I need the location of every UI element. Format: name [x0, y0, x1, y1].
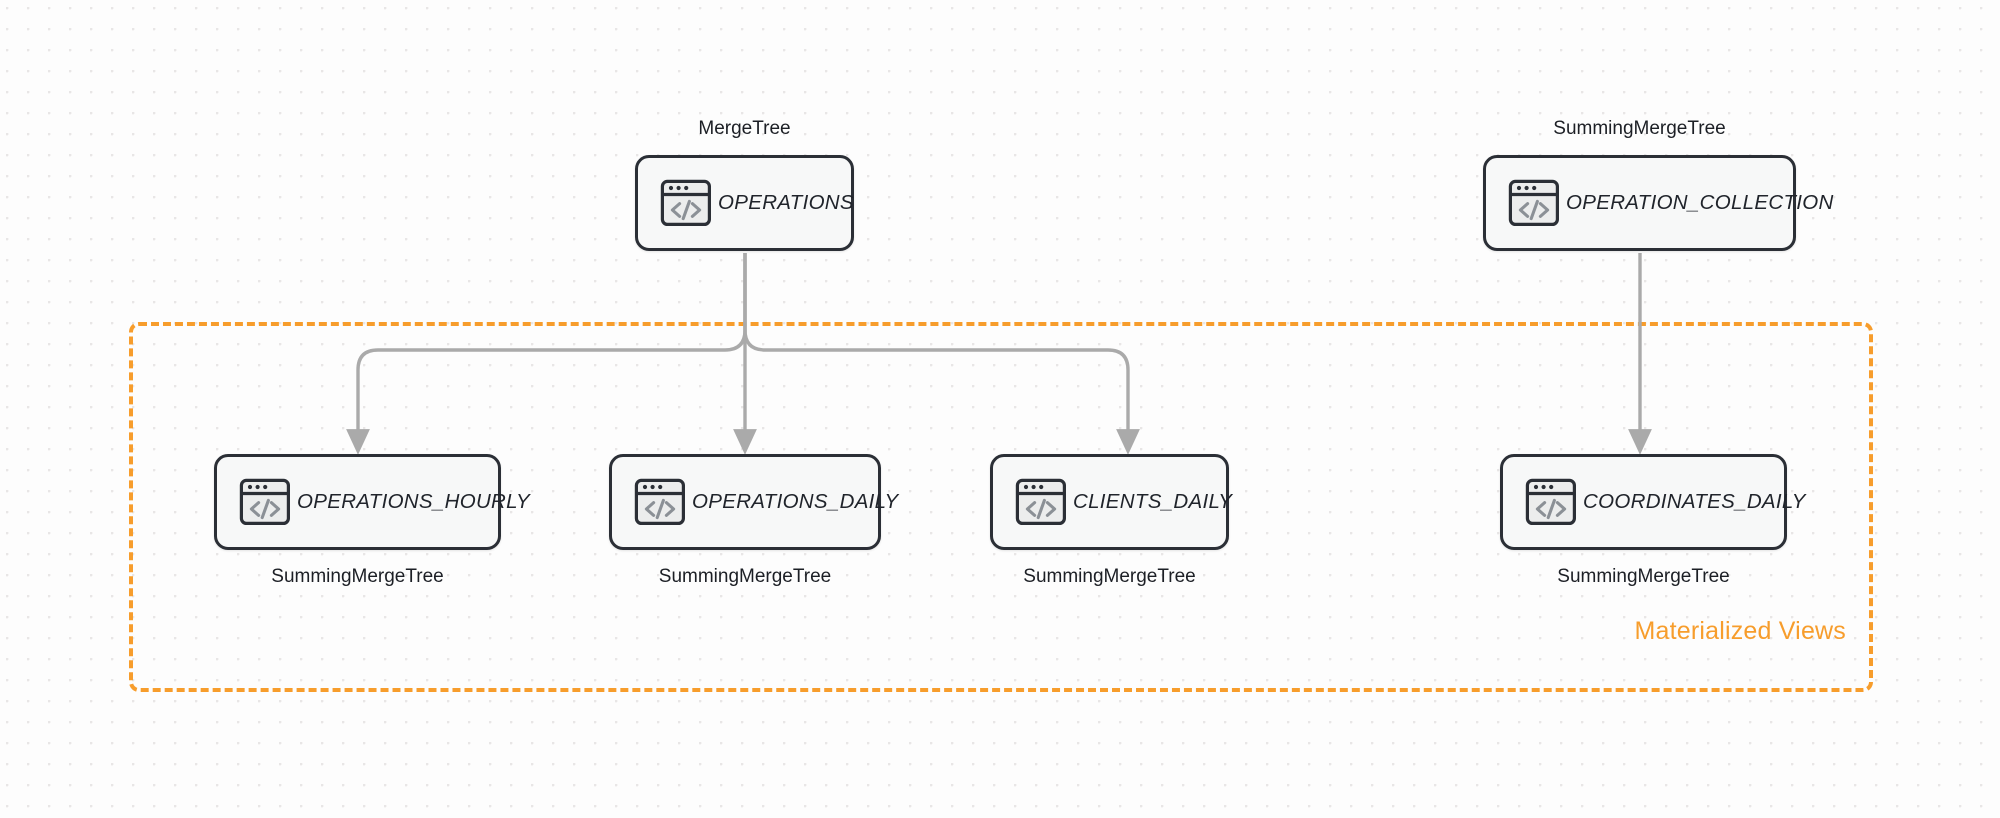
engine-label-operations_daily: SummingMergeTree — [658, 566, 832, 587]
node-title: OPERATION_COLLECTION — [1566, 191, 1834, 214]
code-window-icon — [239, 476, 291, 528]
engine-label-operations: MergeTree — [698, 118, 791, 139]
code-window-icon — [1508, 177, 1560, 229]
node-operations[interactable]: OPERATIONS — [635, 155, 854, 251]
node-operations_daily[interactable]: OPERATIONS_DAILY — [609, 454, 898, 550]
node-title: OPERATIONS_HOURLY — [297, 490, 530, 513]
engine-label-clients_daily: SummingMergeTree — [1023, 566, 1196, 587]
engine-label-operation_collection: SummingMergeTree — [1553, 118, 1726, 139]
node-operation_collection[interactable]: OPERATION_COLLECTION — [1483, 155, 1833, 251]
node-title: COORDINATES_DAILY — [1583, 490, 1806, 513]
node-title: OPERATIONS — [718, 191, 854, 214]
materialized-views-label: Materialized Views — [1634, 617, 1846, 645]
code-window-icon — [660, 177, 712, 229]
node-operations_hourly[interactable]: OPERATIONS_HOURLY — [214, 454, 530, 550]
code-window-icon — [1015, 476, 1067, 528]
code-window-icon — [634, 476, 686, 528]
engine-label-operations_hourly: SummingMergeTree — [271, 566, 444, 587]
node-clients_daily[interactable]: CLIENTS_DAILY — [990, 454, 1232, 550]
engine-label-coordinates_daily: SummingMergeTree — [1557, 566, 1730, 587]
node-title: CLIENTS_DAILY — [1073, 490, 1233, 513]
node-title: OPERATIONS_DAILY — [692, 490, 899, 513]
code-window-icon — [1525, 476, 1577, 528]
node-coordinates_daily[interactable]: COORDINATES_DAILY — [1500, 454, 1805, 550]
